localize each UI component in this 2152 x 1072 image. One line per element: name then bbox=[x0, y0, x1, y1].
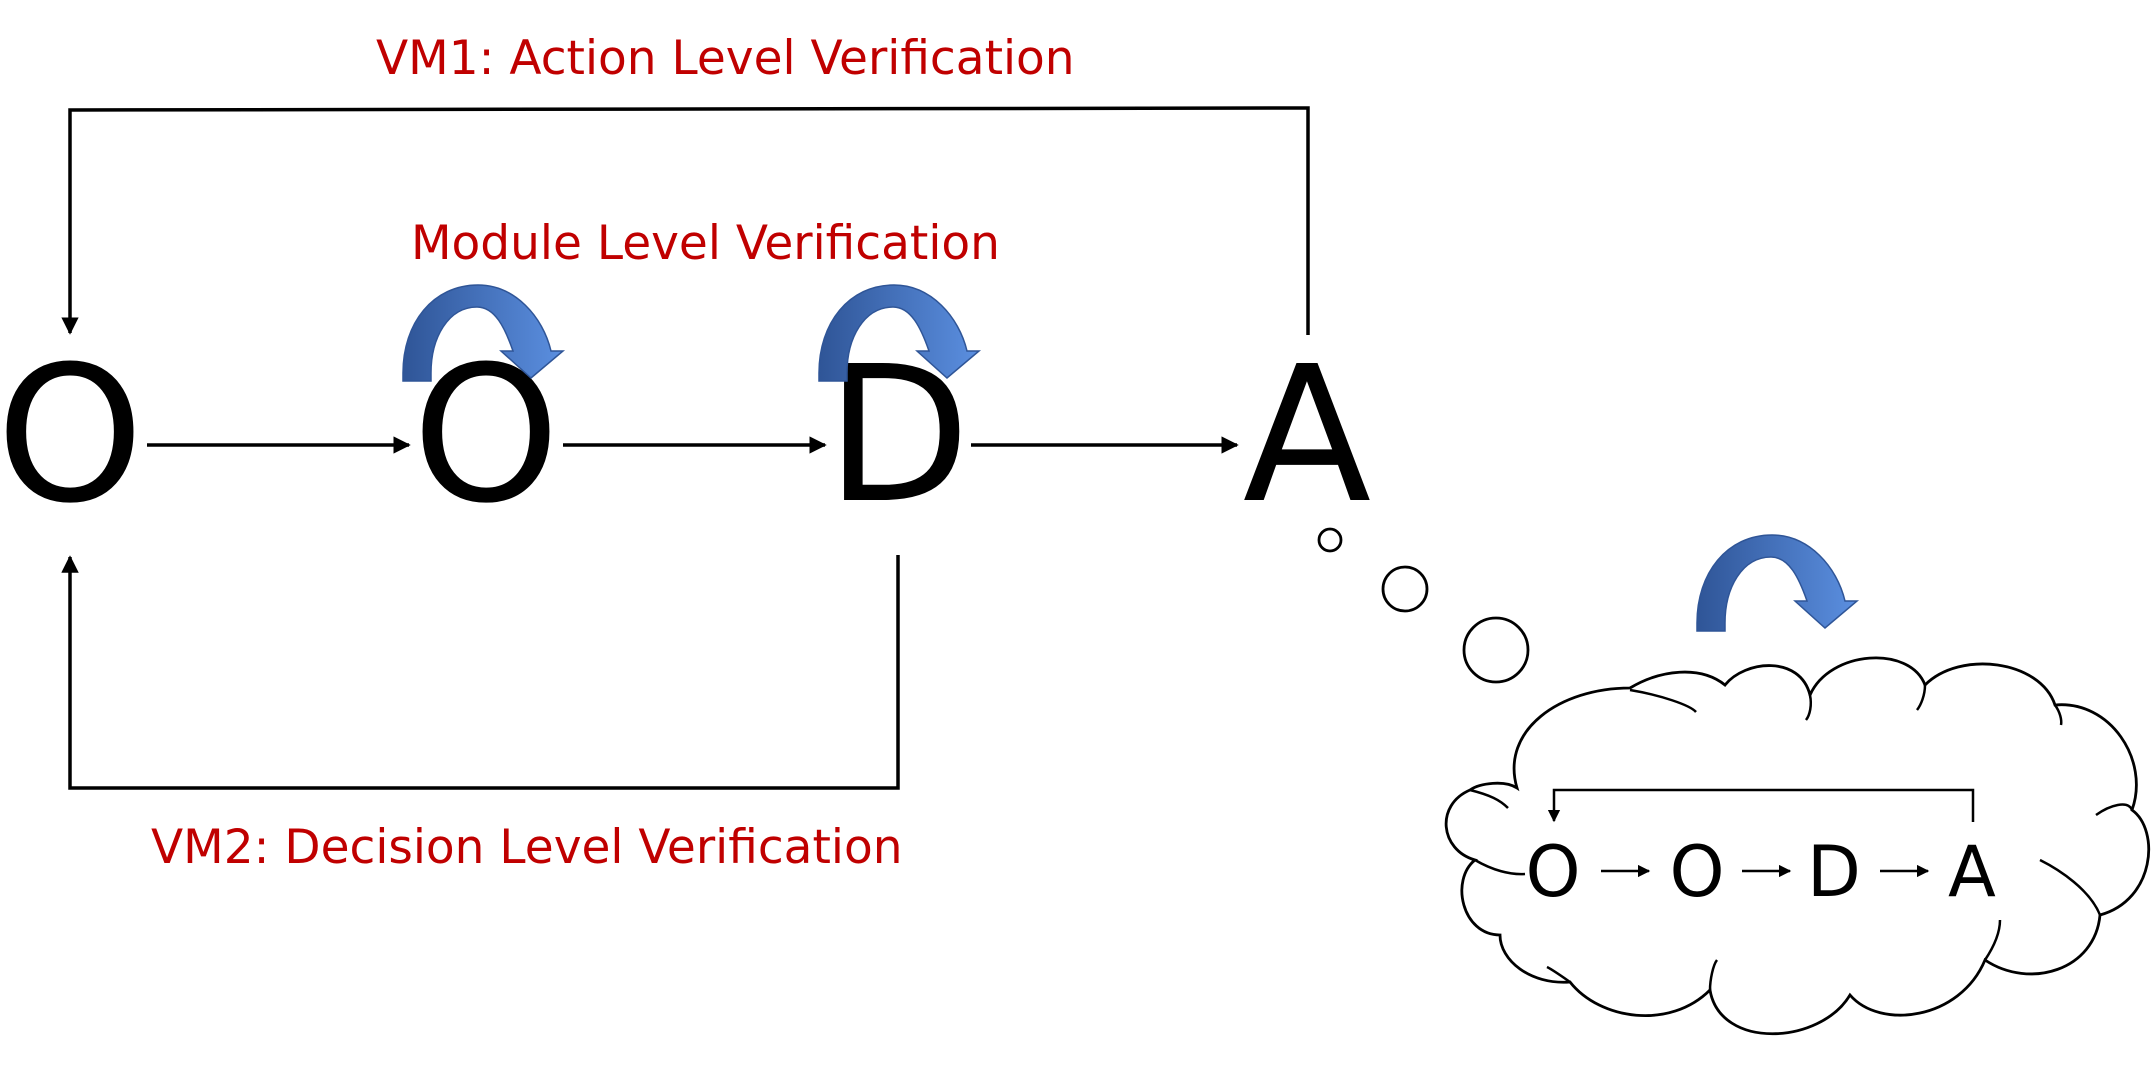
thought-bubble-small bbox=[1317, 527, 1343, 553]
cloud-orient-node: O bbox=[1669, 831, 1724, 913]
cloud-puff-arc bbox=[1474, 858, 1526, 876]
cloud-puff-arc bbox=[1983, 919, 2002, 961]
vm1-label: VM1: Action Level Verification bbox=[376, 31, 1075, 86]
thought-bubble-large bbox=[1462, 616, 1530, 684]
cloud-puff-arc bbox=[1546, 965, 1571, 984]
cloud-puff-arc bbox=[1708, 959, 1719, 991]
cloud-puff-arc bbox=[2095, 803, 2134, 817]
cloud-feedback-line bbox=[1547, 788, 1975, 823]
cloud-puff-arc bbox=[1469, 788, 1509, 809]
cloud-observe-node: O bbox=[1525, 831, 1580, 913]
vm1-feedback-line bbox=[61, 106, 1310, 335]
cloud-puff-arc bbox=[1804, 694, 1813, 721]
act-node: A bbox=[1243, 326, 1372, 545]
cloud-puff-arc bbox=[1629, 688, 1697, 713]
thought-cloud bbox=[1444, 656, 2151, 1035]
cloud-decide-node: D bbox=[1807, 831, 1861, 913]
module-level-label: Module Level Verification bbox=[411, 216, 1000, 271]
cloud-puff-arc bbox=[2053, 704, 2063, 726]
cloud-puff-arc bbox=[1915, 684, 1927, 711]
vm2-feedback-line bbox=[61, 555, 900, 790]
cloud-puff-arc bbox=[2039, 858, 2102, 916]
thought-bubble-medium bbox=[1381, 565, 1429, 613]
vm2-label: VM2: Decision Level Verification bbox=[151, 820, 903, 875]
cloud-self-check-arrow-icon bbox=[1696, 534, 1858, 632]
observe-node: O bbox=[0, 326, 144, 545]
cloud-act-node: A bbox=[1948, 831, 1996, 913]
